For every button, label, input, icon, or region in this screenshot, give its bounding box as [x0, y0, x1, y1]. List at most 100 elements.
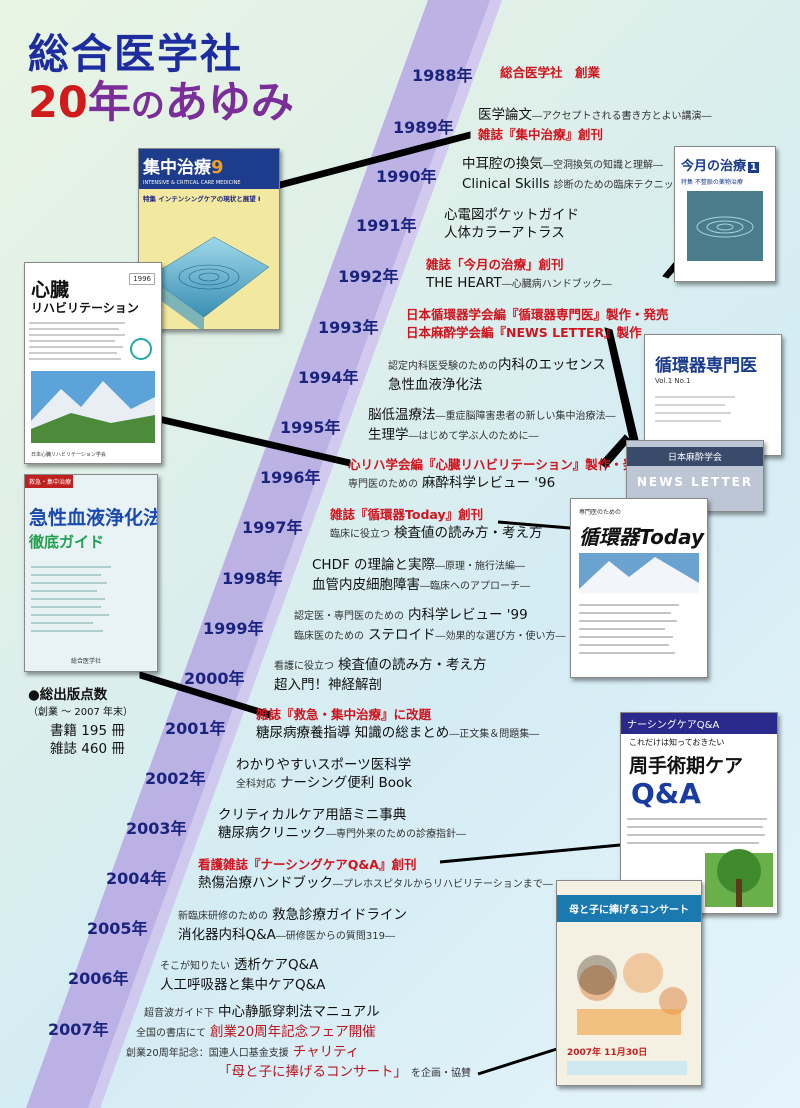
- event-line: 熱傷治療ハンドブック―プレホスピタルからリハビリテーションまで―: [198, 875, 553, 891]
- year-2002: 2002年: [145, 769, 206, 788]
- cover-title: 集中治療9: [139, 149, 279, 180]
- event-line: 中耳腔の換気―空洞換気の知識と理解―: [462, 156, 663, 172]
- event-line: 超音波ガイド下 中心静脈穿刺法マニュアル: [144, 1004, 380, 1020]
- event-line: 糖尿病クリニック―専門外来のための診療指針―: [218, 825, 466, 841]
- event-2000: 看護に役立つ 検査値の読み方・考え方 超入門！神経解剖: [274, 656, 486, 694]
- event-1999: 認定医・専門医のための 内科学レビュー '99 臨床医のための ステロイド―効果…: [294, 606, 565, 646]
- event-1988: 総合医学社 創業: [500, 64, 600, 82]
- cover-volume: Vol.1 No.1: [655, 377, 691, 385]
- cover-title-sub: リハビリテーション: [31, 301, 139, 315]
- year-1993: 1993年: [318, 318, 379, 337]
- event-line: 認定内科医受験のための内科のエッセンス: [388, 357, 606, 373]
- year-1996: 1996年: [260, 468, 321, 487]
- year-1995: 1995年: [280, 418, 341, 437]
- event-line: 生理学―はじめて学ぶ人のために―: [368, 427, 539, 443]
- mountain-photo: [31, 371, 155, 443]
- year-1990: 1990年: [376, 167, 437, 186]
- cover-title: 循環器Today: [579, 525, 705, 549]
- cover-publisher: 総合医学社: [71, 658, 102, 665]
- event-1992: 雑誌「今月の治療」創刊 THE HEART―心臓病ハンドブック―: [426, 256, 612, 294]
- event-line: 雑誌『集中治療』創刊: [478, 127, 604, 142]
- event-line: 雑誌「今月の治療」創刊: [426, 257, 564, 272]
- event-line: 臨床に役立つ 検査値の読み方・考え方: [330, 525, 543, 541]
- year-1998: 1998年: [222, 569, 283, 588]
- event-line: Clinical Skills 診断のための臨床テクニック: [462, 176, 684, 192]
- event-line: 専門医のための 麻酔科学レビュー '96: [348, 475, 556, 491]
- cover-feature: 特集 不整脈の薬物治療: [681, 179, 743, 186]
- event-1997: 雑誌『循環器Today』創刊 臨床に役立つ 検査値の読み方・考え方: [330, 506, 542, 544]
- event-line: 医学論文―アクセプトされる書き方とよい講演―: [478, 107, 712, 123]
- cover-title: NEWS LETTER: [636, 475, 754, 489]
- cover-subtitle: INTENSIVE & CRITICAL CARE MEDICINE: [139, 180, 279, 189]
- year-2003: 2003年: [126, 819, 187, 838]
- year-2006: 2006年: [68, 969, 129, 988]
- stats-subheading: （創業 ～ 2007 年末）: [28, 707, 133, 718]
- event-2001: 雑誌『救急・集中治療』に改題 糖尿病療養指導 知識の総まとめ―正文集＆問題集―: [256, 706, 539, 744]
- cover-subtitle: 専門医のための: [579, 509, 622, 516]
- concert-date: 2007年 11月30日: [567, 1048, 648, 1058]
- cover-feature: 特集 インテンシングケアの現状と展望 I: [143, 195, 261, 203]
- year-1992: 1992年: [338, 267, 399, 286]
- event-2007: 超音波ガイド下 中心静脈穿刺法マニュアル 全国の書店にて 創業20周年記念フェア…: [126, 1003, 471, 1083]
- cover-subtitle: これだけは知っておきたい: [629, 738, 725, 747]
- stats-heading: ●総出版点数: [28, 687, 108, 703]
- event-line: 雑誌『救急・集中治療』に改題: [256, 707, 432, 722]
- event-line: 糖尿病療養指導 知識の総まとめ―正文集＆問題集―: [256, 725, 540, 741]
- cover-publisher: 日本心臓リハビリテーション学会: [31, 452, 106, 458]
- event-line: 血管内皮細胞障害―臨床へのアプローチ―: [312, 577, 530, 593]
- performers-photo: [577, 953, 687, 1035]
- event-line: 超入門！神経解剖: [274, 677, 382, 693]
- cover-org: 日本麻酔学会: [627, 447, 763, 466]
- wave-surface-graphic: [148, 236, 270, 329]
- event-2002: わかりやすいスポーツ医科学 全科対応 ナーシング便利 Book: [236, 756, 412, 794]
- cover-junkanki-senmon-i: 循環器専門医 Vol.1 No.1: [644, 334, 782, 456]
- year-1997: 1997年: [242, 518, 303, 537]
- title-number: 20: [28, 78, 88, 128]
- cover-head: ナーシングケアQ&A: [621, 713, 777, 734]
- contents-lines: [655, 396, 735, 422]
- year-2007: 2007年: [48, 1020, 109, 1039]
- event-line: 創業20周年記念：国連人口基金支援 チャリティ: [126, 1044, 360, 1060]
- water-ripple-photo: [687, 191, 763, 261]
- event-line: 新臨床研修のための 救急診療ガイドライン: [178, 907, 407, 923]
- title-ayumi: あゆみ: [164, 78, 294, 128]
- event-line: 人体カラーアトラス: [444, 225, 565, 241]
- event-line: 消化器内科Q&A―研修医からの質問319―: [178, 927, 395, 943]
- event-line: そこが知りたい 透析ケアQ&A: [160, 957, 319, 973]
- cover-series-tag: 救急・集中治療: [25, 475, 73, 488]
- cover-title-sub: 徹底ガイド: [29, 533, 105, 551]
- event-1998: CHDF の理論と実際―原理・施行法編― 血管内皮細胞障害―臨床へのアプローチ―: [312, 556, 530, 596]
- event-line: クリティカルケア用語ミニ事典: [218, 807, 407, 823]
- cover-title: 急性血液浄化法: [29, 507, 158, 529]
- cover-title-qa: Q&A: [631, 777, 701, 810]
- contents-list: [31, 566, 111, 632]
- year-1989: 1989年: [393, 118, 454, 137]
- event-2005: 新臨床研修のための 救急診療ガイドライン 消化器内科Q&A―研修医からの質問31…: [178, 906, 407, 946]
- event-1995: 脳低温療法―重症脳障害患者の新しい集中治療法― 生理学―はじめて学ぶ人のために―: [368, 406, 616, 446]
- event-line: 看護雑誌『ナーシングケアQ&A』創刊: [198, 857, 417, 872]
- event-2006: そこが知りたい 透析ケアQ&A 人工呼吸器と集中ケアQ&A: [160, 956, 325, 994]
- cover-title: 心臓: [31, 279, 70, 301]
- event-line: 日本循環器学会編『循環器専門医』製作・発売: [406, 307, 669, 322]
- mountain-photo: [579, 553, 699, 654]
- event-line: 看護に役立つ 検査値の読み方・考え方: [274, 657, 487, 673]
- event-line: 心電図ポケットガイド: [444, 207, 579, 223]
- event-2003: クリティカルケア用語ミニ事典 糖尿病クリニック―専門外来のための診療指針―: [218, 806, 466, 844]
- event-1993: 日本循環器学会編『循環器専門医』製作・発売 日本麻酔学会編『NEWS LETTE…: [406, 306, 669, 342]
- publication-stats: ●総出版点数 （創業 ～ 2007 年末） 書籍 195 冊 雑誌 460 冊: [28, 686, 133, 758]
- cover-kyusei-ketsueki: 救急・集中治療 急性血液浄化法 徹底ガイド 総合医学社: [24, 474, 158, 672]
- event-line: CHDF の理論と実際―原理・施行法編―: [312, 557, 526, 573]
- event-1990: 中耳腔の換気―空洞換気の知識と理解― Clinical Skills 診断のため…: [462, 155, 684, 195]
- event-2004: 看護雑誌『ナーシングケアQ&A』創刊 熱傷治療ハンドブック―プレホスピタルからリ…: [198, 856, 553, 894]
- event-line: 認定医・専門医のための 内科学レビュー '99: [294, 607, 528, 623]
- stats-books: 書籍 195 冊: [50, 723, 125, 739]
- event-1989: 医学論文―アクセプトされる書き方とよい講演― 雑誌『集中治療』創刊: [478, 106, 712, 144]
- cover-title: 周手術期ケア: [629, 755, 744, 777]
- title-nen: 年: [87, 78, 131, 128]
- table-of-contents-lines: [29, 322, 152, 360]
- timeline-band-highlight: [88, 0, 502, 1108]
- year-2000: 2000年: [184, 669, 245, 688]
- cover-shuchu-chiryo: 集中治療9 INTENSIVE & CRITICAL CARE MEDICINE…: [138, 148, 280, 330]
